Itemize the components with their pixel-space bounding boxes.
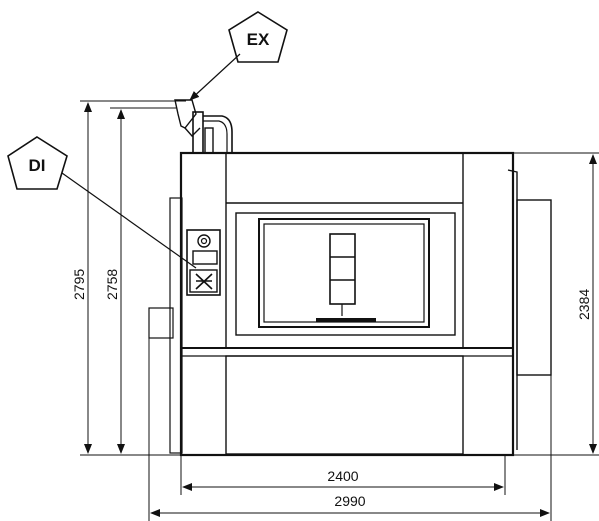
machine-body	[148, 151, 552, 457]
callout-label-di: DI	[29, 156, 46, 175]
exhaust-pipe	[174, 99, 233, 154]
callout-exhaust: EX	[189, 11, 288, 101]
control-panel	[186, 229, 221, 296]
door	[235, 212, 456, 336]
dimension-label-2795: 2795	[71, 269, 87, 300]
dimension-height-right: 2384	[513, 152, 599, 456]
dimension-label-2400: 2400	[327, 468, 358, 484]
dimension-width-total: 2990	[148, 338, 552, 521]
callout-label-ex: EX	[247, 30, 270, 49]
dimension-label-2384: 2384	[576, 289, 592, 320]
callout-drain-inlet: DI	[7, 136, 197, 269]
dimension-height-to-top: 2758	[104, 107, 176, 454]
dimension-width-body: 2400	[180, 455, 506, 495]
dimension-height-total: 2795	[71, 100, 186, 456]
dimension-label-2990: 2990	[334, 493, 365, 509]
dimension-label-2758: 2758	[104, 269, 120, 300]
